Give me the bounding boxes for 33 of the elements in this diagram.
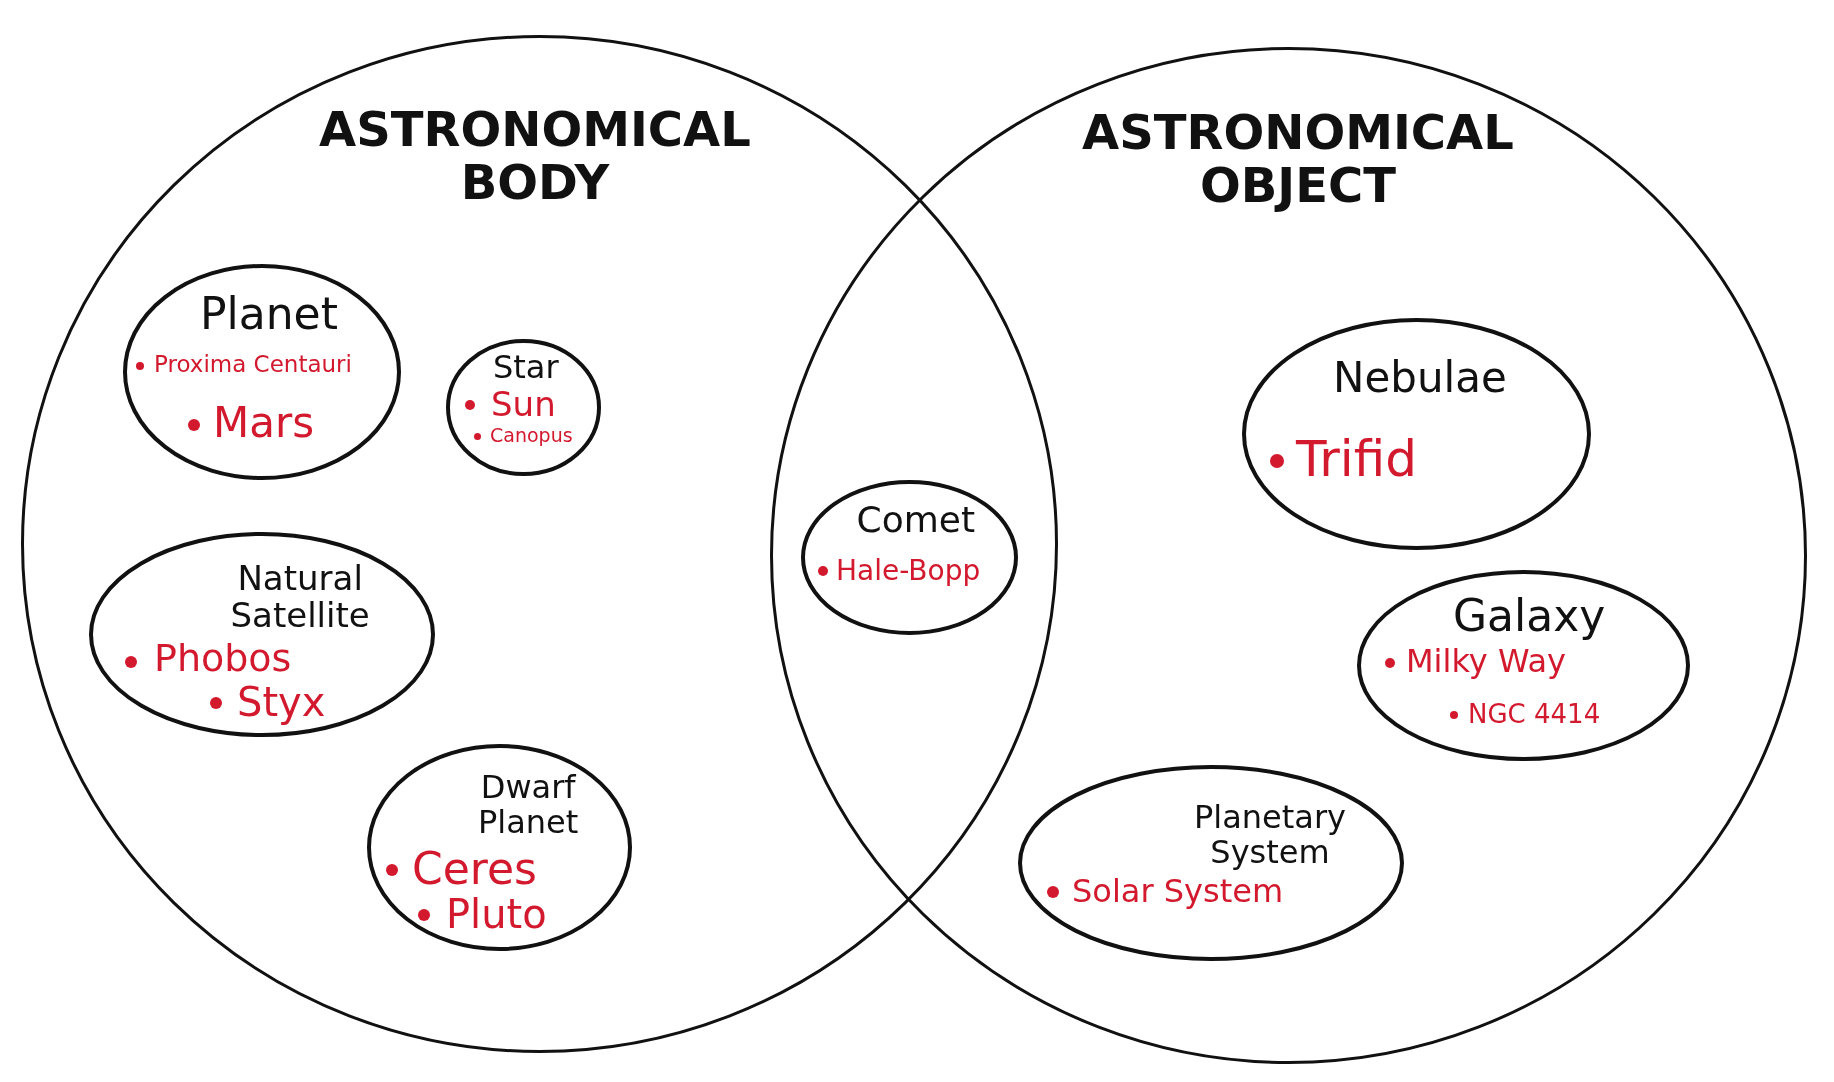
category-ellipse (367, 744, 632, 951)
category-ellipse (446, 339, 601, 476)
category-heading: Planetary System (1194, 800, 1346, 871)
category-ellipse (123, 264, 401, 480)
category-heading: Galaxy (1453, 592, 1606, 641)
category-ellipse (1357, 570, 1690, 761)
example-name: Proxima Centauri (154, 352, 352, 378)
category-heading: Comet (856, 500, 975, 540)
example-name: Sun (491, 386, 556, 424)
set-title: ASTRONOMICAL OBJECT (1082, 106, 1514, 212)
example-name: Trifid (1296, 432, 1417, 487)
set-title: ASTRONOMICAL BODY (319, 103, 751, 209)
category-ellipse (801, 480, 1018, 635)
category-ellipse (1018, 765, 1404, 961)
category-heading: Nebulae (1333, 355, 1507, 402)
category-heading: Natural Satellite (230, 560, 370, 635)
example-name: Pluto (446, 892, 547, 936)
example-name: Phobos (154, 638, 292, 680)
example-name: Canopus (490, 425, 573, 446)
example-name: Styx (237, 680, 326, 724)
example-name: Milky Way (1406, 644, 1567, 680)
category-heading: Dwarf Planet (478, 770, 579, 841)
category-heading: Planet (200, 290, 338, 339)
category-ellipse (89, 532, 435, 737)
example-name: Mars (213, 400, 315, 447)
category-ellipse (1242, 318, 1591, 550)
category-heading: Star (493, 350, 559, 386)
example-name: Ceres (412, 845, 537, 894)
example-name: Hale-Bopp (836, 556, 981, 587)
set-circle (21, 35, 1058, 1053)
example-name: Solar System (1072, 874, 1284, 910)
set-circle (770, 47, 1807, 1064)
example-name: NGC 4414 (1468, 700, 1601, 729)
